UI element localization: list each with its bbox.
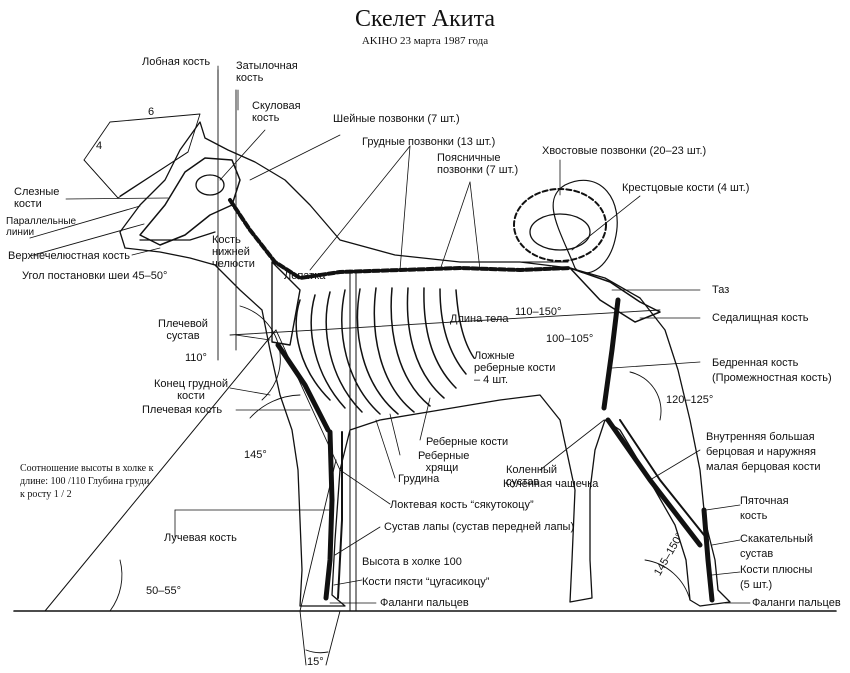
measure-angle-110-150: 110–150°: [515, 306, 562, 318]
tail-outline: [552, 179, 618, 274]
label-false-ribs: Ложные реберные кости – 4 шт.: [474, 350, 556, 386]
label-humerus: Плечевая кость: [142, 404, 223, 416]
ribcage: [295, 287, 475, 415]
scapula: [271, 261, 301, 346]
measure-angle-110: 110°: [185, 352, 207, 364]
label-cervical-vertebrae: Шейные позвонки (7 шт.): [333, 113, 460, 125]
measure-dim-6: 6: [148, 106, 155, 118]
label-sacral-bones: Крестцовые кости (4 шт.): [622, 182, 750, 194]
diagram-subtitle: AKIHO 23 марта 1987 года: [361, 35, 489, 47]
label-radius: Лучевая кость: [164, 532, 237, 544]
measure-angle-50-55: 50–55°: [146, 585, 181, 597]
measure-angle-15: 15°: [307, 656, 324, 668]
diagram-title: Скелет Акита: [354, 6, 496, 32]
femur: [601, 297, 621, 411]
label-ulna: Локтевая кость “сякутокоцу”: [390, 499, 534, 511]
humerus: [275, 342, 331, 433]
label-paw-joint: Сустав лапы (сустав передней лапы): [384, 521, 575, 533]
label-zygomatic-bone: Скуловая кость: [252, 100, 301, 124]
label-lower-jaw-bone: Кость нижней челюсти: [212, 234, 255, 270]
label-heel-bone: Пяточная кость: [740, 495, 789, 522]
label-kneecap: Коленная чашечка: [503, 478, 599, 490]
label-neck-angle: Угол постановки шеи 45–50°: [22, 270, 168, 282]
label-body-length: Длина тела: [450, 313, 509, 325]
label-rib-cartilage: Реберные хрящи: [418, 450, 470, 474]
skull: [139, 157, 241, 246]
label-thoracic-vertebrae: Грудные позвонки (13 шт.): [362, 136, 496, 148]
label-height: Высота в холке 100: [362, 556, 462, 568]
label-ischium: Седалищная кость: [712, 312, 809, 324]
measure-dim-4: 4: [96, 140, 103, 152]
radius-ulna: [323, 429, 335, 601]
label-frontal-bone: Лобная кость: [142, 56, 211, 68]
label-tibia-fibula: Внутренняя большая берцовая и наружняя м…: [706, 431, 821, 473]
label-sternum-end: Конец грудной кости: [154, 378, 228, 402]
label-shoulder-joint: Плечевой сустав: [158, 318, 208, 342]
label-lacrimal-bones: Слезные кости: [14, 186, 60, 210]
label-parallel-lines: Параллельные линии: [6, 216, 77, 238]
pelvis: [569, 267, 661, 323]
label-occipital-bone: Затылочная кость: [236, 60, 298, 84]
label-lumbar-vertebrae: Поясничные позвонки (7 шт.): [437, 152, 519, 176]
label-pelvis: Таз: [712, 284, 730, 296]
label-femur: Бедренная кость (Промежностная кость): [712, 357, 832, 384]
label-sternum: Грудина: [398, 473, 440, 485]
spine: [228, 198, 572, 280]
label-knee-joint: Коленный сустав: [506, 464, 558, 488]
dog-outline: [119, 121, 731, 607]
label-tail-vertebrae: Хвостовые позвонки (20–23 шт.): [542, 145, 707, 157]
measure-angle-145: 145°: [244, 449, 267, 461]
label-phalanges-rear: Фаланги пальцев: [752, 597, 841, 609]
label-hock-joint: Скакательный сустав: [740, 533, 813, 560]
tibia: [605, 417, 703, 548]
label-rib-bones: Реберные кости: [426, 436, 509, 448]
label-scapula: Лопатка: [284, 270, 326, 282]
measure-angle-120-125: 120–125°: [666, 394, 714, 406]
label-metacarpals: Кости пясти “цугасикоцу”: [362, 576, 490, 588]
measure-angle-100-105: 100–105°: [546, 333, 594, 345]
label-maxilla: Верхнечелюстная кость: [8, 250, 130, 262]
label-metatarsals: Кости плюсны (5 шт.): [740, 564, 813, 591]
metatarsus: [701, 507, 715, 603]
label-ratio-note: Соотношение высоты в холке к длине: 100 …: [20, 463, 154, 500]
label-phalanges-front: Фаланги пальцев: [380, 597, 469, 609]
